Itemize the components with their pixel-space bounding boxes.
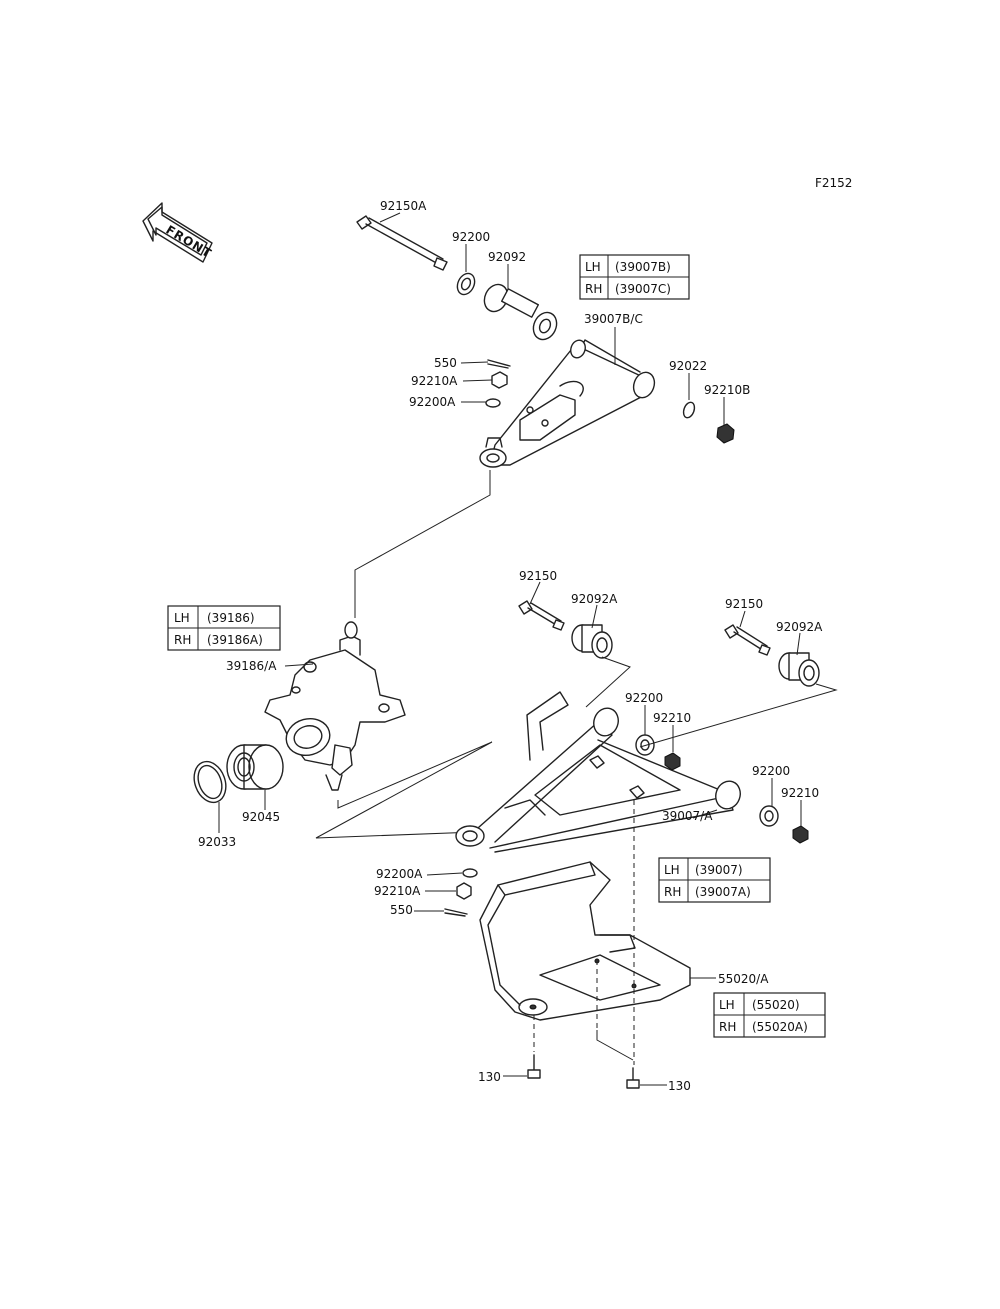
upper-arm-spacer bbox=[682, 401, 696, 419]
a-arm-guard bbox=[479, 861, 691, 1021]
label-92150A: 92150A bbox=[380, 199, 427, 213]
label-92150-rear: 92150 bbox=[725, 597, 763, 611]
lower-arm-bushing-rear bbox=[778, 652, 820, 687]
lower-a-arm bbox=[455, 691, 741, 853]
knuckle-side-table: LH (39186) RH (39186A) bbox=[167, 605, 281, 651]
label-39007A: 39007/A bbox=[662, 809, 713, 823]
label-92210A-upper: 92210A bbox=[411, 374, 458, 388]
upper-arm-washer bbox=[456, 272, 476, 296]
lower-arm-assembly bbox=[444, 600, 820, 917]
label-92033: 92033 bbox=[198, 835, 236, 849]
label-92200A-upper: 92200A bbox=[409, 395, 456, 409]
upper-ball-washer bbox=[485, 398, 501, 408]
upper-arm-bushing bbox=[483, 283, 558, 341]
guard-table-lh-part: (55020) bbox=[752, 998, 800, 1012]
lower-arm-side-table: LH (39007) RH (39007A) bbox=[658, 857, 771, 903]
label-92092A-rear: 92092A bbox=[776, 620, 823, 634]
upper-table-rh-part: (39007C) bbox=[615, 282, 671, 296]
label-92210B: 92210B bbox=[704, 383, 750, 397]
upper-arm-bolt bbox=[356, 215, 448, 271]
hub-bearing bbox=[226, 744, 284, 790]
lower-table-rh-part: (39007A) bbox=[695, 885, 751, 899]
lower-arm-washer-front bbox=[635, 734, 655, 756]
lower-cotter-pin bbox=[444, 908, 468, 917]
label-92092A-front: 92092A bbox=[571, 592, 618, 606]
guard-bolt-left bbox=[527, 1054, 541, 1079]
knuckle-table-rh-part: (39186A) bbox=[207, 633, 263, 647]
upper-table-lh-part: (39007B) bbox=[615, 260, 671, 274]
upper-table-rh: RH bbox=[585, 282, 602, 296]
label-92200-upper: 92200 bbox=[452, 230, 490, 244]
label-92200-lower-front: 92200 bbox=[625, 691, 663, 705]
label-130-right: 130 bbox=[668, 1079, 691, 1093]
upper-cotter-pin bbox=[487, 359, 511, 369]
label-550-lower: 550 bbox=[390, 903, 413, 917]
lower-ball-washer bbox=[462, 868, 478, 878]
lower-arm-bolt-front bbox=[518, 600, 565, 631]
label-92210-lower-rear: 92210 bbox=[781, 786, 819, 800]
guard-bolt-right bbox=[626, 1067, 640, 1089]
label-92210A-lower: 92210A bbox=[374, 884, 421, 898]
upper-arm-nut bbox=[716, 423, 735, 444]
lower-arm-nut-front bbox=[664, 752, 681, 771]
label-92210-lower-front: 92210 bbox=[653, 711, 691, 725]
label-39186A: 39186/A bbox=[226, 659, 277, 673]
lower-table-rh: RH bbox=[664, 885, 681, 899]
upper-table-lh: LH bbox=[585, 260, 601, 274]
label-550-upper: 550 bbox=[434, 356, 457, 370]
knuckle-table-lh: LH bbox=[174, 611, 190, 625]
knuckle-table-rh: RH bbox=[174, 633, 191, 647]
label-92200-lower-rear: 92200 bbox=[752, 764, 790, 778]
knuckle-assembly bbox=[193, 621, 406, 804]
lower-table-lh: LH bbox=[664, 863, 680, 877]
guard-table-rh: RH bbox=[719, 1020, 736, 1034]
lower-arm-bolt-rear bbox=[724, 624, 771, 656]
lower-arm-bushing-front bbox=[571, 624, 613, 659]
upper-castle-nut bbox=[491, 371, 508, 389]
lower-arm-washer-rear bbox=[759, 805, 779, 827]
label-39007BC: 39007B/C bbox=[584, 312, 643, 326]
knuckle-table-lh-part: (39186) bbox=[207, 611, 255, 625]
upper-arm-assembly bbox=[356, 215, 735, 468]
lower-table-lh-part: (39007) bbox=[695, 863, 743, 877]
label-92150-front: 92150 bbox=[519, 569, 557, 583]
label-92200A-lower: 92200A bbox=[376, 867, 423, 881]
label-92045: 92045 bbox=[242, 810, 280, 824]
label-92092: 92092 bbox=[488, 250, 526, 264]
label-130-left: 130 bbox=[478, 1070, 501, 1084]
guard-table-lh: LH bbox=[719, 998, 735, 1012]
label-55020A: 55020/A bbox=[718, 972, 769, 986]
upper-a-arm bbox=[479, 339, 656, 468]
figure-id: F2152 bbox=[815, 176, 852, 190]
circlip bbox=[193, 760, 227, 804]
label-92022: 92022 bbox=[669, 359, 707, 373]
lower-arm-nut-rear bbox=[792, 825, 809, 844]
steering-knuckle bbox=[264, 621, 406, 791]
guard-table-rh-part: (55020A) bbox=[752, 1020, 808, 1034]
upper-arm-side-table: LH (39007B) RH (39007C) bbox=[579, 254, 690, 300]
front-direction-arrow: FRONT bbox=[142, 202, 214, 263]
guard-side-table: LH (55020) RH (55020A) bbox=[713, 992, 826, 1038]
lower-castle-nut bbox=[456, 882, 472, 900]
